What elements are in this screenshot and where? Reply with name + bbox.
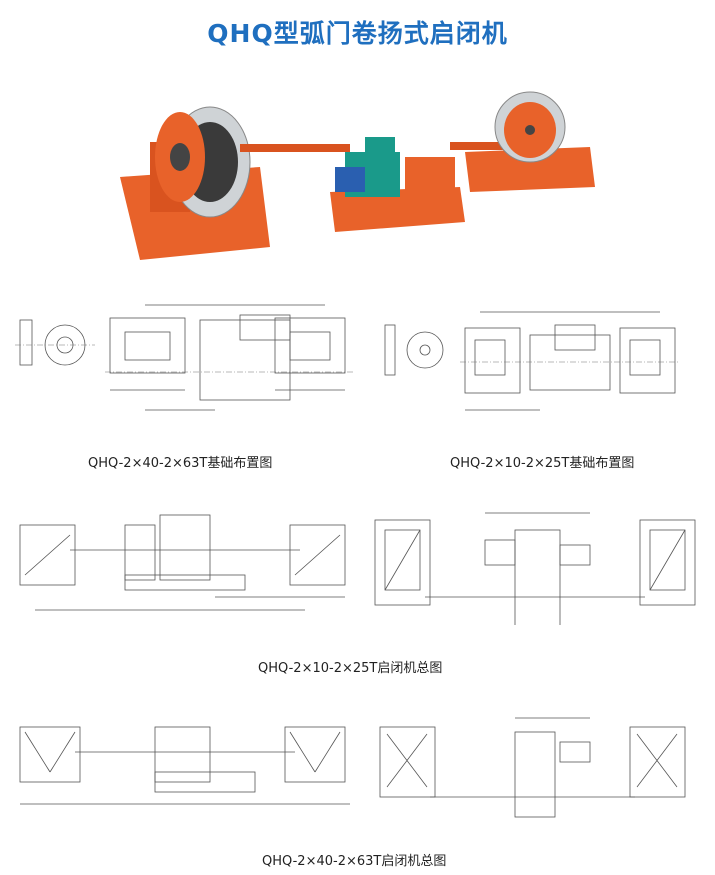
assembly-drawing-40-63t-top [379, 717, 686, 818]
assembly-drawing-10-25t-top [374, 512, 696, 625]
figure-caption: QHQ-2×40-2×63T启闭机总图 [262, 854, 447, 869]
figure-caption: QHQ-2×10-2×25T基础布置图 [450, 456, 635, 471]
assembly-drawing-10-25t-front [19, 514, 346, 611]
foundation-drawing-40-63t [15, 304, 355, 411]
page-title: QHQ型弧门卷扬式启闭机 [207, 19, 508, 48]
figure-caption: QHQ-2×10-2×25T启闭机总图 [258, 661, 443, 676]
foundation-drawing-10-25t [384, 311, 680, 411]
product-photo [120, 91, 595, 260]
assembly-drawing-40-63t-front [19, 726, 350, 805]
figure-caption: QHQ-2×40-2×63T基础布置图 [88, 456, 273, 471]
